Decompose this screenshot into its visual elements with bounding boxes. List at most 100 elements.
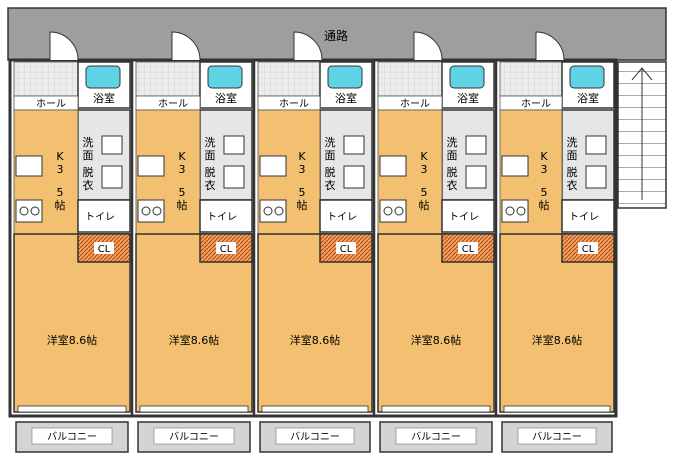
entry-door [413, 31, 443, 61]
stove [501, 199, 529, 223]
svg-text:衣: 衣 [83, 178, 94, 192]
sink [501, 155, 529, 177]
toilet-label: トイレ [327, 212, 357, 223]
entry-door [293, 31, 323, 61]
units-group: 浴室ホール洗面脱衣洗面脱衣K35帖K3.5帖トイレCLCL洋室8.6帖バルコニー… [13, 31, 618, 453]
balcony-label-bg [31, 427, 113, 445]
toilet [77, 199, 131, 233]
washroom-label-2: 脱衣 [567, 165, 578, 192]
window [503, 405, 611, 413]
svg-text:3: 3 [541, 163, 548, 176]
kitchen-label-1: K3 [420, 150, 428, 176]
svg-text:面: 面 [83, 149, 94, 162]
closet-label-bg-2 [578, 242, 598, 254]
svg-text:衣: 衣 [205, 178, 216, 192]
washbasin [223, 135, 245, 155]
balcony-label-bg [395, 427, 477, 445]
svg-text:脱: 脱 [447, 165, 458, 179]
hall-label: ホール [521, 98, 551, 110]
bath-label: 浴室 [577, 91, 599, 105]
window [17, 405, 127, 413]
entrance-tile [377, 61, 445, 97]
entrance-tile [257, 61, 324, 97]
svg-text:帖: 帖 [177, 199, 188, 212]
corridor-label: 通路 [324, 28, 348, 43]
sink [379, 155, 407, 177]
washing-machine [343, 165, 365, 189]
balcony-label-bg [275, 427, 355, 445]
svg-text:衣: 衣 [567, 178, 578, 192]
svg-text:3: 3 [421, 163, 428, 176]
svg-text:衣: 衣 [325, 178, 336, 192]
svg-text:5: 5 [57, 186, 64, 199]
burner-1 [19, 206, 29, 216]
entry-door [49, 31, 79, 61]
kitchen-label-2: 5帖 [55, 186, 66, 212]
svg-text:脱: 脱 [205, 165, 216, 179]
washbasin [585, 135, 607, 155]
closet-label-bg-2 [216, 242, 236, 254]
kitchen-label-2: 5帖 [419, 186, 430, 212]
western-room [135, 233, 253, 413]
washroom-label-1: 洗面 [447, 136, 458, 162]
balcony-label: バルコニー [532, 431, 582, 443]
sink [137, 155, 165, 177]
hall-label: ホール [158, 98, 188, 110]
burner-1 [263, 206, 273, 216]
svg-text:5: 5 [541, 186, 548, 199]
kitchen-label-2: 5帖 [539, 186, 550, 212]
entrance-tile [499, 61, 566, 97]
balcony-label-bg [153, 427, 235, 445]
window [261, 405, 369, 413]
washing-machine [585, 165, 607, 189]
burner-2 [30, 206, 40, 216]
room-label: 洋室8.6帖 [169, 333, 220, 347]
room-label: 洋室8.6帖 [47, 333, 98, 347]
balcony-label: バルコニー [290, 431, 340, 443]
closet-label-bg-2 [336, 242, 356, 254]
room-label: 洋室8.6帖 [532, 333, 583, 347]
svg-text:衣: 衣 [447, 178, 458, 192]
entrance-tile [13, 61, 81, 97]
svg-text:K: K [420, 150, 428, 163]
svg-text:面: 面 [447, 149, 458, 162]
svg-text:5: 5 [179, 186, 186, 199]
burner-2 [516, 206, 526, 216]
bathtub [327, 65, 363, 89]
washroom-label-2: 脱衣 [205, 165, 216, 192]
washbasin [101, 135, 123, 155]
balcony-label: バルコニー [47, 431, 97, 443]
toilet [319, 199, 373, 233]
toilet-label: トイレ [449, 212, 479, 223]
closet-label-top: CL [462, 244, 475, 255]
svg-text:3: 3 [57, 163, 64, 176]
room-label: 洋室8.6帖 [411, 333, 462, 347]
bathtub [85, 65, 121, 89]
window [139, 405, 249, 413]
svg-text:脱: 脱 [567, 165, 578, 179]
closet-label-bg-2 [458, 242, 478, 254]
balcony-label-bg [517, 427, 597, 445]
closet-label-bg-2 [94, 242, 114, 254]
svg-text:洗: 洗 [205, 136, 216, 149]
hall-label: ホール [400, 98, 430, 110]
washroom-label-1: 洗面 [325, 136, 336, 162]
toilet [441, 199, 495, 233]
washroom-label-2: 脱衣 [83, 165, 94, 192]
svg-text:面: 面 [205, 149, 216, 162]
washing-machine [465, 165, 487, 189]
stove [379, 199, 407, 223]
svg-text:洗: 洗 [83, 136, 94, 149]
staircase [617, 61, 667, 209]
bathtub [449, 65, 485, 89]
svg-text:5: 5 [299, 186, 306, 199]
kitchen-label-1: K3 [56, 150, 64, 176]
svg-text:洗: 洗 [447, 136, 458, 149]
room-label: 洋室8.6帖 [290, 333, 341, 347]
sink [259, 155, 287, 177]
burner-2 [152, 206, 162, 216]
entry-door [171, 31, 201, 61]
washroom-label-1: 洗面 [205, 136, 216, 162]
entry-door [535, 31, 565, 61]
